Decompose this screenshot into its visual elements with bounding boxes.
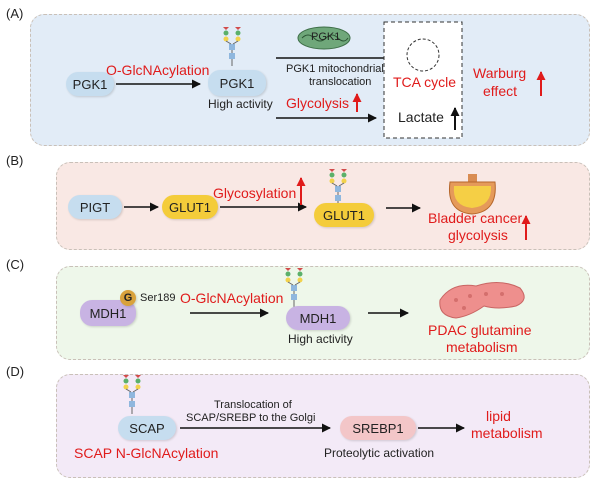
bladder-line2: glycolysis bbox=[448, 227, 508, 243]
mitochondrion-icon bbox=[297, 26, 351, 50]
lipid-line2: metabolism bbox=[471, 425, 543, 441]
pigt-pill: PIGT bbox=[68, 195, 122, 219]
warburg-line2: effect bbox=[483, 83, 517, 99]
srebp1-label: SREBP1 bbox=[352, 420, 404, 436]
glycolysis-label: Glycolysis bbox=[286, 95, 350, 111]
lipid-line1: lipid bbox=[486, 408, 511, 424]
pdac-line2: metabolism bbox=[446, 339, 518, 355]
ser189-label: Ser189 bbox=[140, 292, 176, 304]
mdh1-right-label: MDH1 bbox=[299, 310, 337, 326]
transloc-line1: Translocation of bbox=[214, 399, 292, 411]
pgk1-left-pill: PGK1 bbox=[66, 72, 114, 96]
mdh1-left-pill: MDH1 bbox=[80, 300, 136, 326]
mdh1-left-label: MDH1 bbox=[89, 305, 127, 321]
glut1-right-pill: GLUT1 bbox=[314, 203, 374, 227]
panel-c-label: (C) bbox=[6, 257, 25, 272]
proteolytic-label: Proteolytic activation bbox=[324, 446, 435, 460]
pgk1-mito-label: PGK1 bbox=[311, 31, 341, 43]
glut1-left-pill: GLUT1 bbox=[162, 195, 218, 219]
glycan-chain-icon-c bbox=[284, 267, 304, 308]
g-badge: G bbox=[120, 290, 136, 306]
lactate-label: Lactate bbox=[398, 109, 444, 125]
pgk1-left-label: PGK1 bbox=[72, 76, 108, 92]
panel-a-label: (A) bbox=[6, 6, 24, 21]
tca-cycle-label: TCA cycle bbox=[393, 74, 457, 90]
transloc-line2: SCAP/SREBP to the Golgi bbox=[186, 412, 316, 424]
bladder-icon bbox=[448, 174, 496, 215]
glycan-chain-icon bbox=[222, 26, 242, 67]
mdh1-right-pill: MDH1 bbox=[286, 306, 350, 330]
scap-label: SCAP bbox=[129, 420, 165, 436]
pdac-line1: PDAC glutamine bbox=[428, 322, 532, 338]
glycan-chain-icon-d bbox=[122, 374, 142, 415]
panel-d-label: (D) bbox=[6, 364, 25, 379]
g-badge-label: G bbox=[123, 292, 133, 304]
pancreas-icon bbox=[439, 282, 525, 319]
pgk1-right-label: PGK1 bbox=[219, 75, 255, 91]
high-activity-c: High activity bbox=[288, 332, 353, 346]
glut1-right-label: GLUT1 bbox=[323, 207, 365, 223]
high-activity-a: High activity bbox=[208, 97, 273, 111]
mito-translocation-line1: PGK1 mitochondrial bbox=[286, 63, 384, 75]
glycosylation-label: Glycosylation bbox=[213, 185, 297, 201]
scap-pill: SCAP bbox=[118, 416, 176, 440]
o-glcnacylation-c: O-GlcNAcylation bbox=[180, 290, 284, 306]
pgk1-right-pill: PGK1 bbox=[208, 70, 266, 96]
srebp1-pill: SREBP1 bbox=[340, 416, 416, 440]
bladder-line1: Bladder cancer bbox=[428, 210, 523, 226]
warburg-line1: Warburg bbox=[473, 65, 527, 81]
scap-n-glcnacylation: SCAP N-GlcNAcylation bbox=[74, 445, 219, 461]
mito-translocation-line2: translocation bbox=[309, 76, 372, 88]
o-glcnacylation-a: O-GlcNAcylation bbox=[106, 62, 210, 78]
pigt-label: PIGT bbox=[79, 199, 111, 215]
glut1-left-label: GLUT1 bbox=[169, 199, 211, 215]
panel-b-label: (B) bbox=[6, 153, 24, 168]
